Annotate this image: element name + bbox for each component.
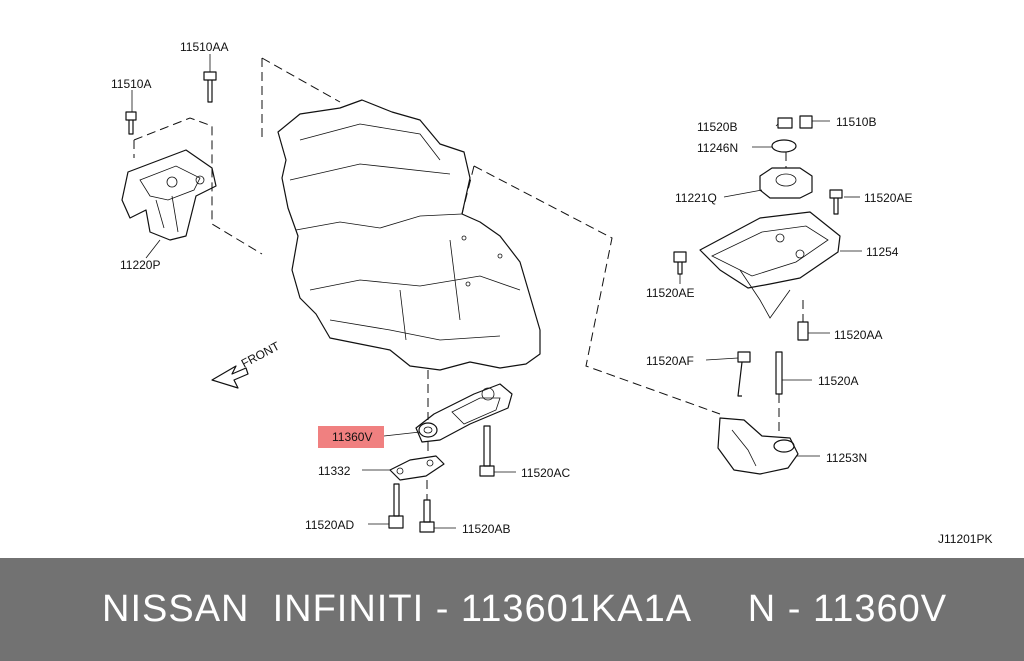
label-11520AB: 11520AB — [462, 522, 511, 536]
bolt-11510AA — [203, 71, 217, 103]
bolt-11520AE-left — [673, 251, 687, 275]
bolt-11520AF — [737, 351, 751, 397]
bolt-11520AD — [388, 483, 404, 529]
bolt-11520AB — [419, 480, 435, 533]
highlight-11360V — [318, 426, 384, 448]
engine-block — [261, 57, 721, 420]
label-11520AF: 11520AF — [646, 354, 694, 368]
label-11520AD: 11520AD — [305, 518, 354, 532]
bolt-11520AC — [479, 425, 495, 477]
engine-mount-bracket-left — [121, 117, 263, 255]
leader-lines — [131, 54, 862, 529]
front-label: FRONT — [239, 339, 283, 371]
label-11510AA: 11510AA — [180, 40, 229, 54]
diagram-code: J11201PK — [938, 532, 993, 546]
part-labels: 11510AA 11510A 11220P 11520B 11510B 1124… — [111, 40, 993, 546]
bracket-11332 — [389, 442, 445, 481]
label-11520B: 11520B — [697, 120, 737, 134]
front-arrow: FRONT — [211, 339, 283, 389]
bolt-11520AE-right — [829, 189, 843, 215]
mount-bracket-11254 — [699, 211, 841, 319]
label-11221Q: 11221Q — [675, 191, 717, 205]
stud-11520A — [775, 351, 783, 436]
label-11220P: 11220P — [120, 258, 160, 272]
label-11520AE-right: 11520AE — [864, 191, 913, 205]
label-11520AC: 11520AC — [521, 466, 570, 480]
diagram-svg: FRONT — [111, 40, 993, 546]
label-11520AE-left: 11520AE — [646, 286, 695, 300]
parts-diagram: FRONT — [111, 40, 993, 546]
label-11520A: 11520A — [818, 374, 858, 388]
label-11510A: 11510A — [111, 77, 151, 91]
label-11332: 11332 — [318, 464, 351, 478]
bolt-11510A — [125, 111, 137, 135]
torque-rod-11360V — [415, 383, 513, 443]
label-11520AA: 11520AA — [834, 328, 883, 342]
footer-bar: NISSAN INFINITI - 113601KA1A N - 11360V — [0, 558, 1024, 661]
engine-mount-insulator-right — [759, 115, 813, 199]
bolt-11520AA-right — [797, 300, 809, 341]
label-11253N: 11253N — [826, 451, 867, 465]
bracket-11253N — [717, 417, 799, 475]
footer-part-number: NISSAN INFINITI - 113601KA1A N - 11360V — [102, 588, 948, 630]
label-11510B: 11510B — [836, 115, 876, 129]
label-11360V: 11360V — [332, 430, 372, 444]
label-11246N: 11246N — [697, 141, 738, 155]
label-11254: 11254 — [866, 245, 899, 259]
